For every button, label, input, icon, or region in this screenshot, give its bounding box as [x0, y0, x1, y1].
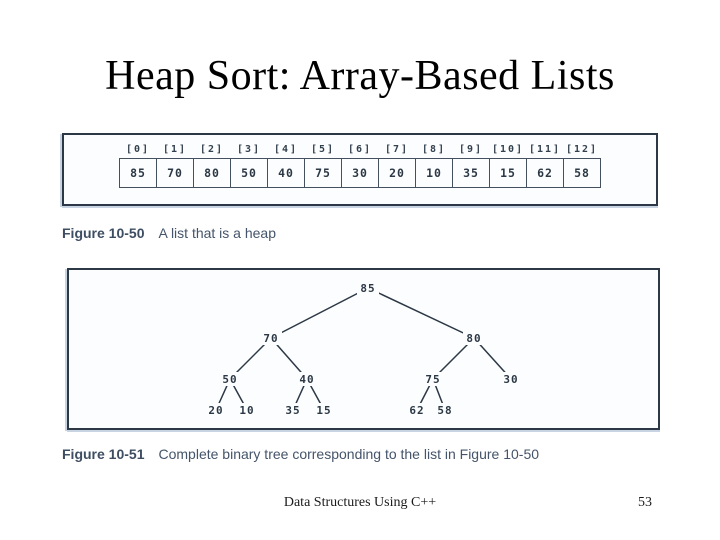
- tree-edge: [270, 287, 369, 339]
- array-index-label: [7]: [384, 144, 410, 155]
- figure-10-50-label: Figure 10-50: [62, 225, 145, 241]
- array-index-label: [3]: [236, 144, 262, 155]
- tree-node-bg: [313, 403, 335, 417]
- array-cell-value: 75: [304, 158, 342, 188]
- array-cell-value: 62: [526, 158, 564, 188]
- array-cell-value: 35: [452, 158, 490, 188]
- footer-text: Data Structures Using C++: [283, 495, 437, 510]
- array-cell: [8]10: [415, 144, 453, 188]
- array-cell-value: 30: [341, 158, 379, 188]
- array-cell: [11] 62: [526, 144, 564, 188]
- array-cell-value: 85: [119, 158, 157, 188]
- tree-node-value: 40: [299, 373, 314, 386]
- figure-10-51-caption-text: Complete binary tree corresponding to th…: [158, 446, 540, 462]
- array-cell: [4]40: [267, 144, 305, 188]
- tree-edge: [367, 287, 475, 339]
- tree-node-value: 35: [285, 404, 300, 417]
- tree-node-value: 70: [263, 332, 278, 345]
- tree-node-value: 62: [409, 404, 424, 417]
- array-cell: [2]80: [193, 144, 231, 188]
- tree-node-value: 10: [239, 404, 254, 417]
- page-number: 53: [638, 495, 652, 510]
- array-index-label: [5]: [310, 144, 336, 155]
- figure-10-51-box: 85 70 80 50 40 75 30 20 10 35 15 62 58: [67, 268, 660, 430]
- tree-node-value: 15: [316, 404, 331, 417]
- heap-array: [0]85[1]70[2]80[3]50[4]40[5]75[6]30[7]20…: [64, 135, 656, 188]
- tree-node-bg: [260, 331, 282, 345]
- array-cell-value: 40: [267, 158, 305, 188]
- array-index-label: [4]: [273, 144, 299, 155]
- array-cell: [7]20: [378, 144, 416, 188]
- tree-node-value: 75: [425, 373, 440, 386]
- array-cell: [6]30: [341, 144, 379, 188]
- figure-10-50-caption-text: A list that is a heap: [158, 225, 277, 241]
- array-index-label: [9]: [458, 144, 484, 155]
- array-cell-value: 20: [378, 158, 416, 188]
- array-cell: [5]75: [304, 144, 342, 188]
- figure-10-51-label: Figure 10-51: [62, 446, 145, 462]
- array-cell: [9]35: [452, 144, 490, 188]
- array-cell-value: 58: [563, 158, 601, 188]
- tree-node-bg: [296, 372, 318, 386]
- tree-node-bg: [500, 372, 522, 386]
- tree-node-bg: [236, 403, 258, 417]
- slide-title: Heap Sort: Array-Based Lists: [105, 53, 615, 99]
- array-index-label: [10]: [491, 144, 525, 155]
- tree-node-value: 30: [503, 373, 518, 386]
- array-cell-value: 80: [193, 158, 231, 188]
- array-cell-value: 10: [415, 158, 453, 188]
- tree-node-value: 80: [466, 332, 481, 345]
- array-index-label: [8]: [421, 144, 447, 155]
- array-cell-value: 70: [156, 158, 194, 188]
- tree-node-bg: [434, 403, 456, 417]
- tree-node-bg: [463, 331, 485, 345]
- tree-node-bg: [406, 403, 428, 417]
- binary-tree-diagram: 85 70 80 50 40 75 30 20 10 35 15 62 58: [205, 281, 522, 417]
- array-index-label: [11]: [528, 144, 562, 155]
- array-index-label: [1]: [162, 144, 188, 155]
- tree-node-bg: [282, 403, 304, 417]
- tree-node-bg: [205, 403, 227, 417]
- tree-node-bg: [422, 372, 444, 386]
- array-cell: [0]85: [119, 144, 157, 188]
- array-index-label: [0]: [125, 144, 151, 155]
- figure-10-51-caption: Figure 10-51 Complete binary tree corresp…: [62, 446, 539, 462]
- array-cell: [10] 15: [489, 144, 527, 188]
- tree-node-value: 20: [208, 404, 223, 417]
- array-cell: [3]50: [230, 144, 268, 188]
- array-cell-value: 15: [489, 158, 527, 188]
- array-index-label: [2]: [199, 144, 225, 155]
- array-cell-value: 50: [230, 158, 268, 188]
- tree-node-bg: [357, 281, 379, 295]
- tree-node-value: 85: [360, 282, 375, 295]
- array-cell: [1]70: [156, 144, 194, 188]
- tree-node-bg: [219, 372, 241, 386]
- array-cell: [12] 58: [563, 144, 601, 188]
- figure-10-50-caption: Figure 10-50 A list that is a heap: [62, 225, 276, 241]
- tree-node-value: 50: [222, 373, 237, 386]
- array-index-label: [12]: [565, 144, 599, 155]
- figure-10-50-box: [0]85[1]70[2]80[3]50[4]40[5]75[6]30[7]20…: [62, 133, 658, 206]
- array-index-label: [6]: [347, 144, 373, 155]
- tree-node-value: 58: [437, 404, 452, 417]
